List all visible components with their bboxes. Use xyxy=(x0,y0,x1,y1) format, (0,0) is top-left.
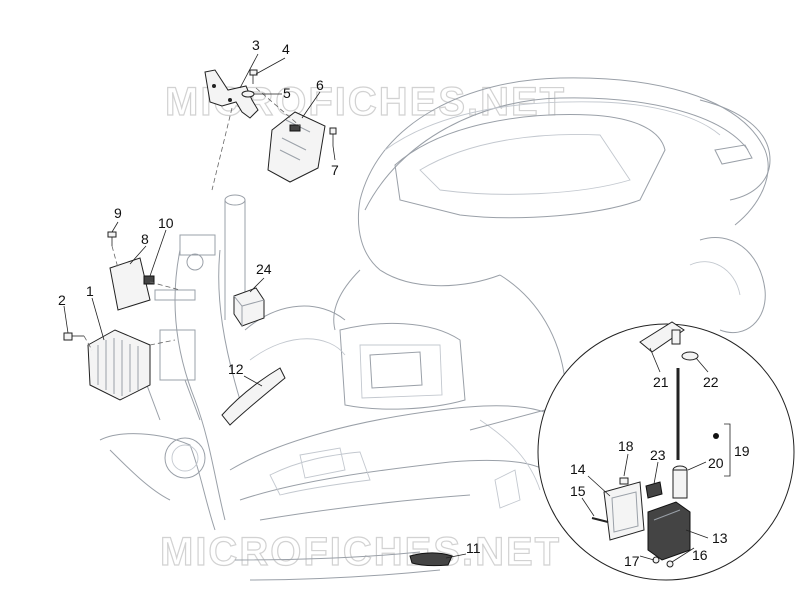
leader-lines xyxy=(63,53,709,563)
part-2-bolt xyxy=(63,332,84,341)
callout-12: 12 xyxy=(228,361,244,377)
scooter-body-outline xyxy=(99,77,771,581)
callout-6: 6 xyxy=(316,77,324,93)
callout-14: 14 xyxy=(570,461,586,477)
callout-9: 9 xyxy=(114,205,122,221)
callout-7: 7 xyxy=(331,162,339,178)
part-8-plate xyxy=(109,257,151,311)
part-18-bolt xyxy=(619,477,629,485)
callout-20: 20 xyxy=(708,455,724,471)
part-12-cover xyxy=(221,367,286,426)
part-22-clip xyxy=(681,351,699,361)
callout-2: 2 xyxy=(58,292,66,308)
callout-17: 17 xyxy=(624,553,640,569)
part-4-screw xyxy=(249,69,258,84)
part-9-screw xyxy=(107,231,117,246)
callout-23: 23 xyxy=(650,447,666,463)
callout-8: 8 xyxy=(141,231,149,247)
steering-column xyxy=(144,194,246,421)
part-20-sleeve xyxy=(672,465,688,499)
part-16-nut xyxy=(666,560,674,568)
callout-numbers: 3 4 5 6 7 9 8 10 2 1 24 12 11 21 22 19 2… xyxy=(58,37,750,569)
part-13-ignition-coil xyxy=(647,501,691,561)
part-10-connector xyxy=(143,275,155,285)
detail-inset xyxy=(469,321,795,581)
part-14-bracket xyxy=(603,481,645,541)
callout-16: 16 xyxy=(692,547,708,563)
part-5-washer xyxy=(241,90,255,98)
callout-4: 4 xyxy=(282,41,290,57)
callout-21: 21 xyxy=(653,374,669,390)
callout-3: 3 xyxy=(252,37,260,53)
part-24-relay xyxy=(233,287,265,327)
part-11-trim xyxy=(409,552,453,567)
callout-5: 5 xyxy=(283,85,291,101)
part-7-bolt xyxy=(329,127,337,146)
part-3-bracket xyxy=(204,69,259,119)
part-23-connector xyxy=(645,481,663,499)
part-6-control-unit xyxy=(267,111,326,183)
part-15-screw xyxy=(591,517,609,523)
callout-19: 19 xyxy=(734,443,750,459)
callout-10: 10 xyxy=(158,215,174,231)
callout-1: 1 xyxy=(86,283,94,299)
callout-24: 24 xyxy=(256,261,272,277)
callout-18: 18 xyxy=(618,438,634,454)
callout-13: 13 xyxy=(712,530,728,546)
watermark-bottom: MICROFICHES.NET xyxy=(160,530,561,574)
callout-22: 22 xyxy=(703,374,719,390)
callout-11: 11 xyxy=(466,540,481,556)
callout-15: 15 xyxy=(570,483,586,499)
part-1-regulator xyxy=(87,329,151,401)
